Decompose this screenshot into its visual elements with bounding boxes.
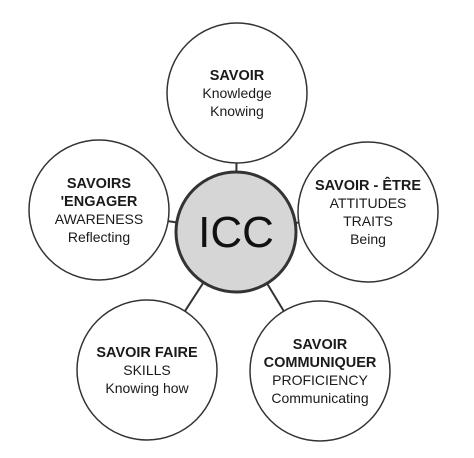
node-line-savoir-faire: SKILLS [123, 362, 170, 378]
node-circle-savoirs-engager [28, 139, 170, 281]
node-title-savoir-communiquer: SAVOIR [293, 337, 348, 353]
node-line-savoir-communiquer: Communicating [271, 390, 368, 406]
node-line-savoir-faire: Knowing how [105, 380, 189, 396]
node-title-savoir: SAVOIR [210, 68, 265, 84]
node-title-savoirs-engager: 'ENGAGER [61, 194, 138, 210]
connector-savoir-faire [184, 281, 205, 312]
connector-savoir-communiquer [266, 282, 285, 312]
node-title-savoir-communiquer: COMMUNIQUER [264, 355, 377, 371]
node-circle-savoir-faire [76, 299, 218, 441]
node-circle-savoir [166, 22, 308, 164]
node-line-savoir: Knowing [210, 103, 264, 119]
node-line-savoir-communiquer: PROFICIENCY [272, 372, 368, 388]
center-circle [174, 170, 298, 294]
node-title-savoir-etre: SAVOIR - ÊTRE [315, 176, 421, 194]
node-line-savoir: Knowledge [202, 85, 271, 101]
node-line-savoirs-engager: AWARENESS [55, 211, 143, 227]
node-circle-savoir-etre [297, 141, 439, 283]
node-line-savoir-etre: Being [350, 231, 386, 247]
node-title-savoir-faire: SAVOIR FAIRE [96, 345, 198, 361]
node-line-savoir-etre: TRAITS [343, 213, 393, 229]
center-node: ICC [174, 170, 298, 294]
node-circle-savoir-communiquer [249, 300, 391, 442]
center-label: ICC [198, 208, 274, 257]
node-title-savoirs-engager: SAVOIRS [67, 176, 132, 192]
node-line-savoir-etre: ATTITUDES [330, 195, 407, 211]
node-line-savoirs-engager: Reflecting [68, 229, 130, 245]
